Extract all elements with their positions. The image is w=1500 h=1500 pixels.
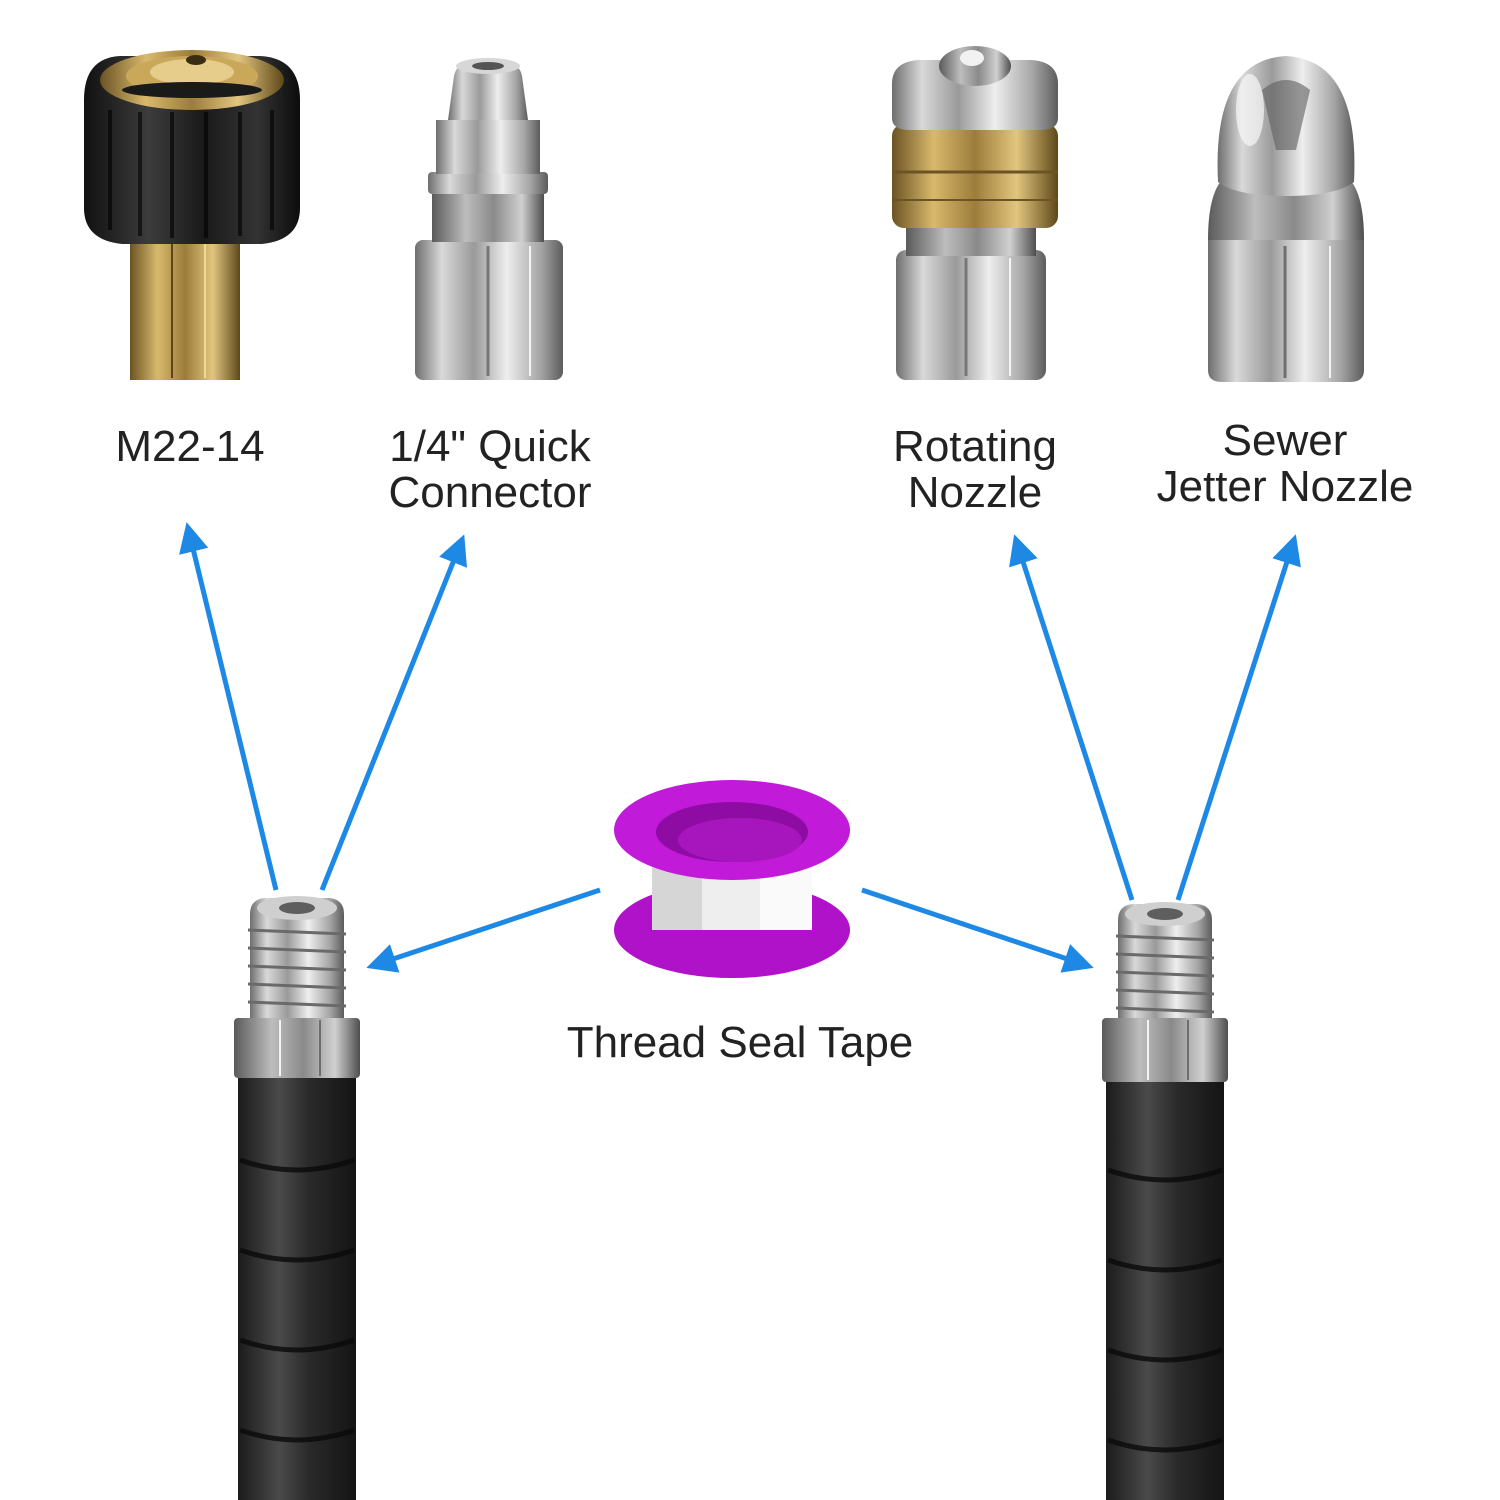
- quick-connector-label: 1/4" Quick Connector: [360, 424, 620, 516]
- m22-14-label-text: M22-14: [115, 422, 265, 471]
- quick-connector-label-line2: Connector: [388, 468, 592, 517]
- arrow-tape-to-right: [861, 887, 1094, 973]
- m22-14-label: M22-14: [90, 424, 290, 470]
- thread-seal-tape-label: Thread Seal Tape: [530, 1020, 950, 1066]
- m22-14-coupler-icon: [84, 50, 300, 380]
- thread-seal-tape-icon: [614, 780, 850, 978]
- sewer-jetter-nozzle-label: Sewer Jetter Nozzle: [1130, 418, 1440, 510]
- thread-seal-tape-label-text: Thread Seal Tape: [566, 1018, 914, 1067]
- rotating-nozzle-label-line1: Rotating: [893, 422, 1057, 471]
- arrow-to-sewer: [1175, 534, 1301, 901]
- arrow-to-m22: [179, 522, 279, 891]
- hose-fitting-icon: [1102, 902, 1228, 1500]
- rotating-nozzle-label: Rotating Nozzle: [870, 424, 1080, 516]
- sewer-jetter-nozzle-icon: [1208, 56, 1364, 382]
- rotating-nozzle-label-line2: Nozzle: [907, 468, 1043, 517]
- rotating-nozzle-icon: [892, 46, 1058, 380]
- quick-connector-label-line1: 1/4" Quick: [389, 422, 591, 471]
- arrows: [179, 522, 1301, 973]
- sewer-jetter-nozzle-label-line2: Jetter Nozzle: [1156, 462, 1414, 511]
- hose-fitting-icon: [234, 896, 360, 1500]
- arrow-to-rotating: [1009, 534, 1135, 901]
- arrow-to-quick: [319, 534, 468, 891]
- sewer-jetter-nozzle-label-line1: Sewer: [1222, 416, 1348, 465]
- arrow-tape-to-left: [366, 887, 601, 973]
- quick-connector-icon: [415, 58, 563, 380]
